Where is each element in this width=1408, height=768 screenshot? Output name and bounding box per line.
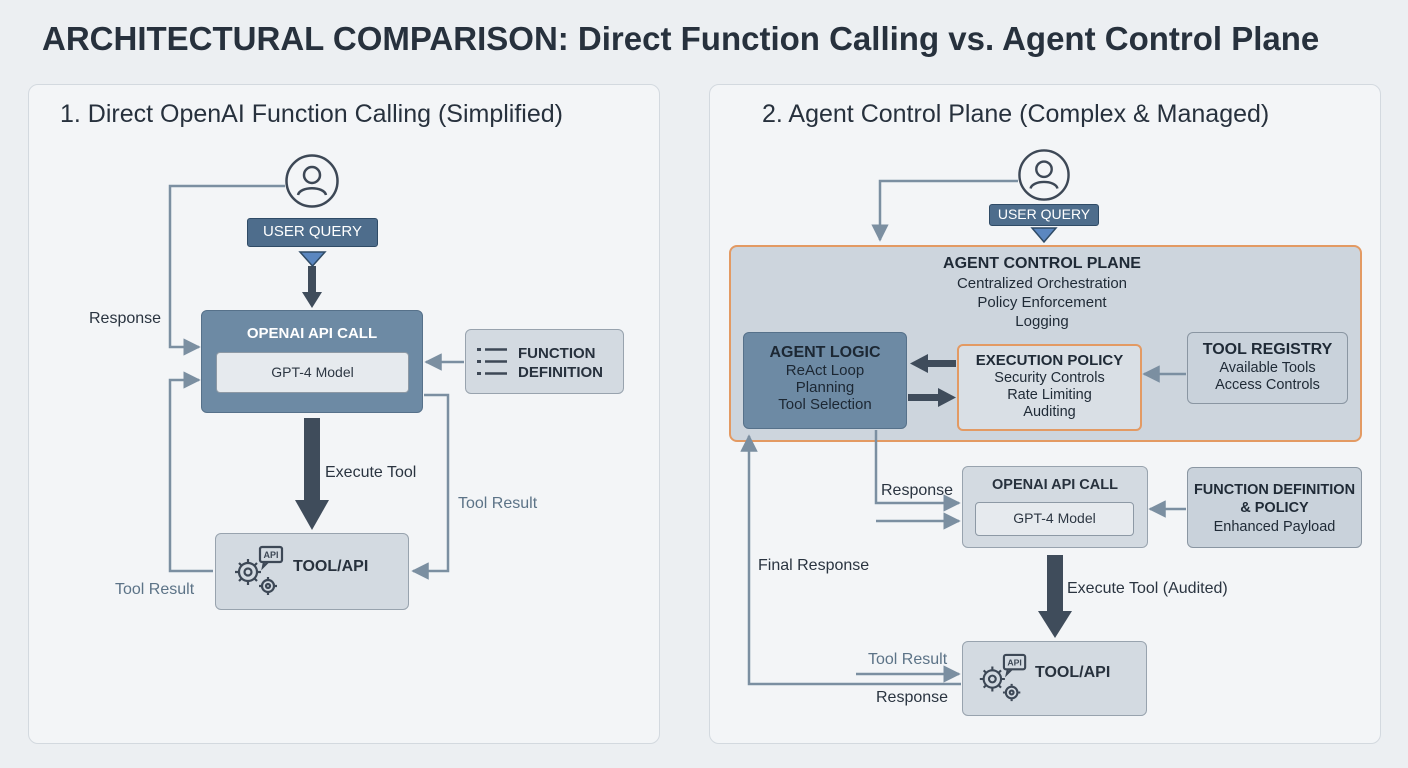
right-gpt4-model: GPT-4 Model xyxy=(975,502,1134,536)
left-user-query-badge: USER QUERY xyxy=(247,218,378,247)
right-api-call-title: OPENAI API CALL xyxy=(992,477,1118,493)
left-user-avatar xyxy=(285,154,339,208)
right-query-pointer xyxy=(1030,227,1058,244)
left-execute-arrow-shaft xyxy=(304,418,320,502)
right-policy-to-logic-head xyxy=(910,354,928,373)
left-tool-result-right-connector xyxy=(411,393,450,580)
control-plane-line-2: Policy Enforcement xyxy=(977,294,1107,311)
right-response-connector xyxy=(874,430,961,512)
right-execute-tool-label: Execute Tool (Audited) xyxy=(1067,580,1228,597)
left-function-def-line-1: FUNCTION xyxy=(518,345,596,362)
control-plane-title: AGENT CONTROL PLANE xyxy=(943,255,1141,272)
left-query-arrow-shaft xyxy=(308,266,316,296)
control-plane-line-1: Centralized Orchestration xyxy=(956,275,1128,292)
right-user-avatar xyxy=(1018,149,1070,201)
execution-policy-title: EXECUTION POLICY xyxy=(975,352,1124,369)
execution-policy-line-3: Auditing xyxy=(1023,404,1076,420)
left-tool-result-connector xyxy=(168,371,213,573)
svg-text:API: API xyxy=(1007,658,1021,668)
left-function-definition: FUNCTION DEFINITION xyxy=(465,329,624,394)
gears-api-icon: API xyxy=(979,653,1027,702)
left-tool-result-left-label: Tool Result xyxy=(115,581,195,598)
left-tool-api: API TOOL/API xyxy=(215,533,409,610)
right-execute-arrow-head xyxy=(1038,611,1072,638)
right-user-connector xyxy=(871,179,1018,242)
right-response-label: Response xyxy=(881,482,954,499)
tool-registry-line-2: Access Controls xyxy=(1215,377,1320,393)
agent-logic-line-3: Tool Selection xyxy=(778,396,872,413)
left-query-pointer xyxy=(298,251,327,268)
right-function-definition: FUNCTION DEFINITION & POLICY Enhanced Pa… xyxy=(1187,467,1362,548)
right-function-def-line-1: FUNCTION DEFINITION xyxy=(1193,482,1356,498)
tool-registry-title: TOOL REGISTRY xyxy=(1202,341,1333,358)
control-plane-line-3: Logging xyxy=(1015,313,1069,330)
right-policy-to-logic-shaft xyxy=(926,360,956,367)
main-title: ARCHITECTURAL COMPARISON: Direct Functio… xyxy=(42,20,1320,57)
left-panel-heading: 1. Direct OpenAI Function Calling (Simpl… xyxy=(60,100,563,128)
left-query-arrow-head xyxy=(302,292,322,308)
right-user-query-badge: USER QUERY xyxy=(989,204,1099,226)
right-tool-api: API TOOL/API xyxy=(962,641,1147,716)
agent-logic-title: AGENT LOGIC xyxy=(769,344,881,361)
execution-policy-line-2: Rate Limiting xyxy=(1007,387,1092,403)
right-final-response-label: Final Response xyxy=(758,557,870,574)
agent-logic-line-2: Planning xyxy=(795,379,855,396)
left-tool-api-label: TOOL/API xyxy=(293,558,369,575)
left-tool-result-right-label: Tool Result xyxy=(458,495,538,512)
agent-logic: AGENT LOGIC ReAct Loop Planning Tool Sel… xyxy=(743,332,907,429)
left-panel xyxy=(28,84,660,744)
left-response-connector xyxy=(168,184,285,356)
left-api-call-title: OPENAI API CALL xyxy=(246,325,378,342)
tool-registry: TOOL REGISTRY Available Tools Access Con… xyxy=(1187,332,1348,404)
agent-logic-line-1: ReAct Loop xyxy=(785,362,865,379)
left-execute-arrow-head xyxy=(295,500,329,530)
user-icon xyxy=(285,154,339,208)
list-icon xyxy=(477,348,507,375)
right-logic-to-policy-shaft xyxy=(908,394,940,401)
svg-text:API: API xyxy=(263,550,278,560)
right-tool-api-label: TOOL/API xyxy=(1035,664,1111,681)
user-icon xyxy=(1018,149,1070,201)
right-panel-heading: 2. Agent Control Plane (Complex & Manage… xyxy=(762,100,1270,128)
right-response-bottom-label: Response xyxy=(876,689,949,706)
left-response-label: Response xyxy=(89,310,162,327)
right-tool-result-label: Tool Result xyxy=(868,651,948,668)
execution-policy: EXECUTION POLICY Security Controls Rate … xyxy=(957,344,1142,431)
execution-policy-line-1: Security Controls xyxy=(994,370,1105,386)
gears-api-icon: API xyxy=(235,545,284,595)
right-function-def-subtitle: Enhanced Payload xyxy=(1213,519,1336,535)
left-function-def-line-2: DEFINITION xyxy=(518,364,603,381)
right-execute-arrow-shaft xyxy=(1047,555,1063,613)
tool-registry-line-1: Available Tools xyxy=(1219,360,1316,376)
right-final-response-connector xyxy=(740,434,961,686)
right-logic-to-policy-head xyxy=(938,388,956,407)
right-function-def-line-2: & POLICY xyxy=(1240,500,1309,516)
left-gpt4-model: GPT-4 Model xyxy=(216,352,409,393)
left-execute-tool-label: Execute Tool xyxy=(325,464,417,481)
